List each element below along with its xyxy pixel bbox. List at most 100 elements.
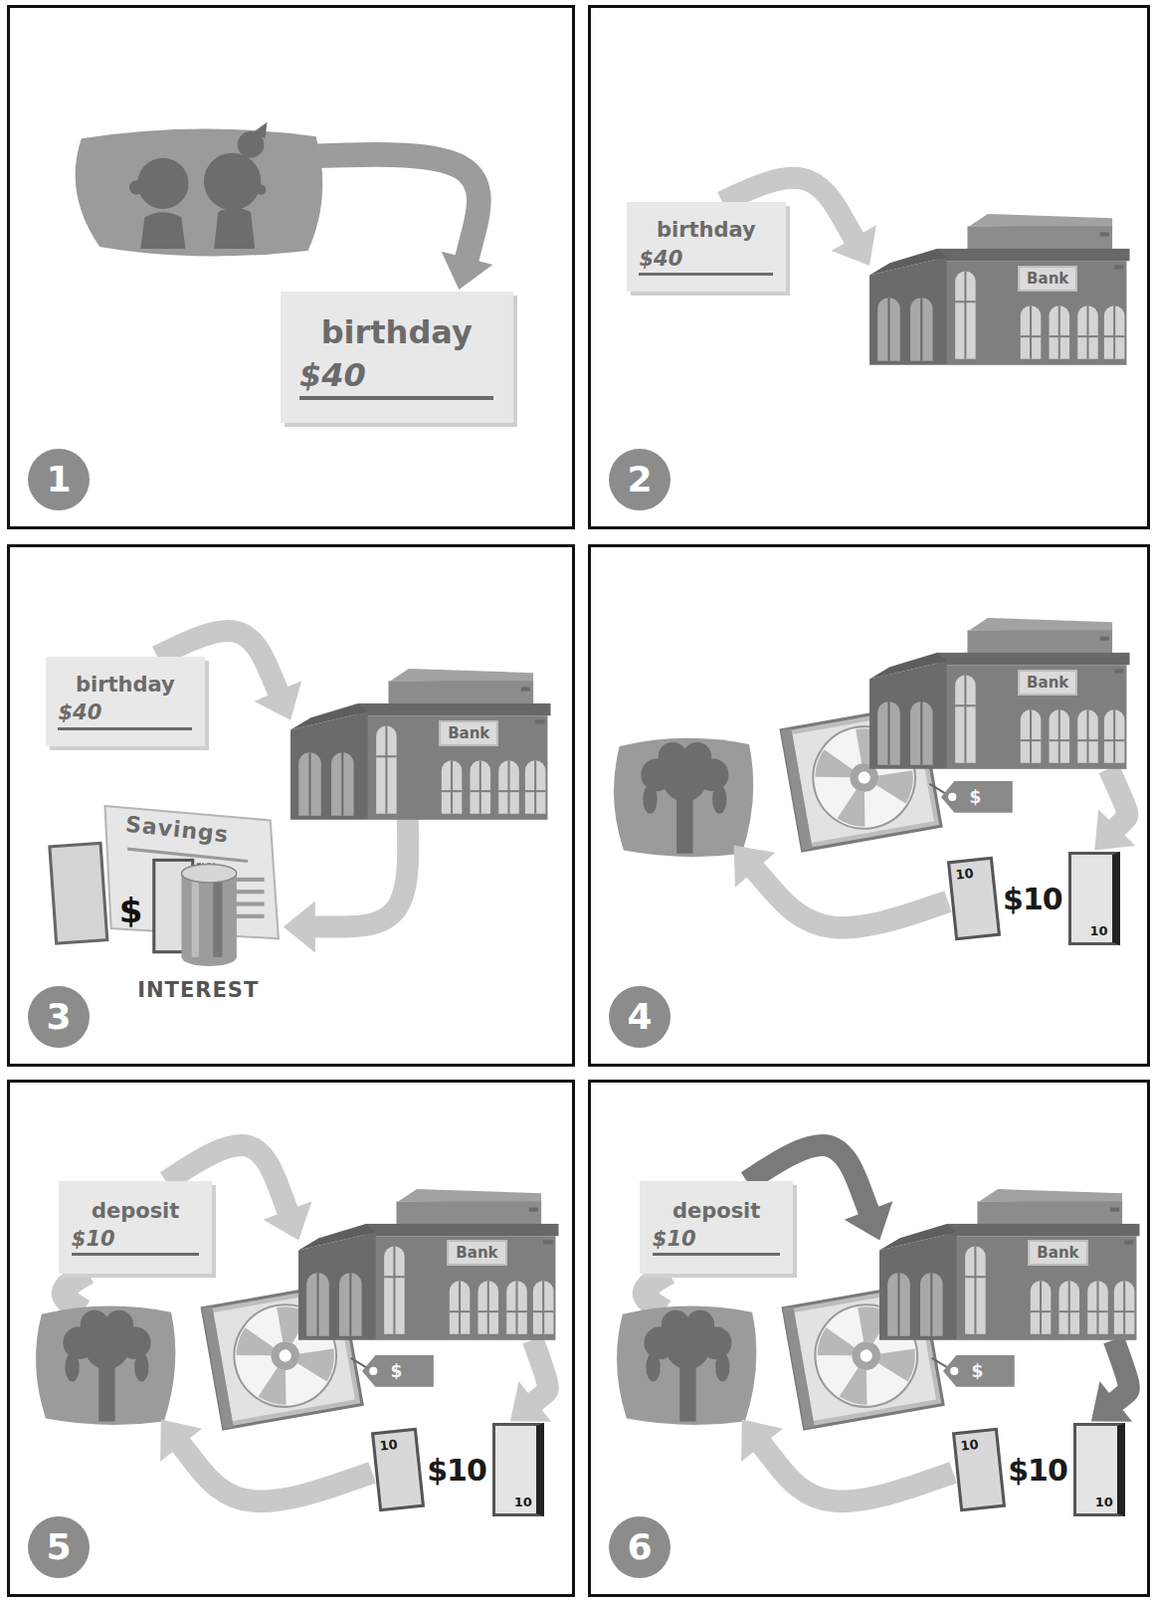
side-wall <box>869 660 948 769</box>
panel-number-circle: 4 <box>608 985 671 1048</box>
cash-bills: 10$1010 <box>956 1421 1126 1519</box>
brick <box>529 1206 539 1211</box>
window-bar <box>1029 305 1032 359</box>
window-bar <box>1086 709 1089 763</box>
disc-hole <box>859 1347 874 1362</box>
paper-slip: deposit$10 <box>639 1180 793 1273</box>
panel-number: 6 <box>626 1529 652 1565</box>
head <box>665 1324 711 1369</box>
window <box>1104 305 1126 359</box>
bank-drawing <box>298 1188 560 1341</box>
window-bar <box>1087 1310 1109 1313</box>
head <box>203 153 261 210</box>
flow-connector <box>283 819 408 954</box>
flow-arrow <box>754 868 949 929</box>
window <box>1104 709 1126 763</box>
window-bar <box>1058 709 1061 763</box>
panel-number: 3 <box>45 998 71 1035</box>
nose <box>255 184 266 194</box>
bank-building: Bank <box>869 615 1131 769</box>
flow-band <box>644 1272 669 1312</box>
tag-hole <box>948 792 957 801</box>
ear <box>129 180 144 194</box>
price-tag-text: $ <box>971 1360 984 1381</box>
window-bar <box>1058 305 1061 359</box>
arrow-head <box>1094 809 1136 851</box>
bank-drawing <box>869 617 1131 769</box>
panel-number: 1 <box>45 461 71 498</box>
tag-shape <box>943 1354 1015 1387</box>
window-bar <box>920 297 923 362</box>
body <box>213 207 255 249</box>
slip-text: $40 <box>638 246 773 276</box>
body <box>679 1364 696 1421</box>
window-bar <box>1086 305 1089 359</box>
slip-text: deposit <box>652 1198 781 1223</box>
side-wall <box>869 256 948 366</box>
bank-sign: Bank <box>1017 669 1078 696</box>
head <box>84 1324 130 1369</box>
slip-text: $40 <box>299 357 494 400</box>
coin-stripe <box>212 873 222 958</box>
bank-sign: Bank <box>1017 265 1078 292</box>
disc-hub <box>849 1339 883 1372</box>
slip-text: $10 <box>71 1226 200 1256</box>
window-bar <box>1123 1280 1126 1334</box>
price-tag-text: $ <box>390 1360 403 1381</box>
roof <box>390 668 535 683</box>
side-wall <box>298 1231 377 1341</box>
bank-drawing <box>290 668 552 820</box>
window-bar <box>533 1310 555 1313</box>
panel-art <box>75 122 494 290</box>
comic-panel: 4Bank$10$1010 <box>587 544 1151 1067</box>
window-bar <box>963 674 966 763</box>
money-text: $10 <box>1007 1452 1068 1488</box>
cornice <box>947 1223 1141 1236</box>
arrow-head <box>441 251 494 290</box>
brick <box>1100 635 1110 640</box>
flow-arrow <box>761 1443 954 1502</box>
window <box>306 1272 330 1337</box>
window-bar <box>384 1275 405 1278</box>
roof <box>398 1188 543 1203</box>
cash-bills: 10$1010 <box>951 850 1121 948</box>
window-bar <box>525 789 547 792</box>
window-bar <box>1049 739 1071 742</box>
paper-slip: birthday$40 <box>280 291 514 423</box>
panel-art <box>616 1272 954 1502</box>
window <box>298 752 322 816</box>
window <box>910 701 934 766</box>
window-bar <box>506 1310 528 1313</box>
tag-hole <box>950 1366 959 1375</box>
window-bar <box>1097 1280 1100 1334</box>
bank-building: Bank <box>298 1186 560 1341</box>
window-bar <box>1104 739 1126 742</box>
window <box>1077 305 1099 359</box>
money-text: 10 <box>952 1427 1006 1512</box>
window-bar <box>441 789 463 792</box>
facade <box>376 1235 557 1341</box>
person-bubble <box>613 738 754 857</box>
body <box>140 211 186 249</box>
disc-hole <box>278 1347 293 1362</box>
money-text: 10 <box>371 1427 425 1512</box>
money-text: 10 <box>1073 1422 1126 1517</box>
window-bar <box>898 1272 901 1337</box>
window-bar <box>384 725 387 813</box>
panel-art <box>35 1272 373 1502</box>
pigtail <box>64 1352 79 1382</box>
window-bar <box>955 704 976 707</box>
pigtail <box>642 784 657 814</box>
arrow-head <box>844 1200 894 1240</box>
side-roof <box>869 652 948 680</box>
paper-slip: birthday$40 <box>45 656 205 747</box>
savings-text: INTEREST <box>137 977 259 1002</box>
window-bar <box>1029 709 1032 763</box>
window <box>449 1280 471 1334</box>
disc-segment <box>874 768 919 808</box>
savings-drawing <box>49 806 279 967</box>
bank-drawing <box>869 213 1131 366</box>
tag-shape <box>941 780 1013 813</box>
window-bar <box>450 760 453 813</box>
window-bar <box>1030 1310 1052 1313</box>
